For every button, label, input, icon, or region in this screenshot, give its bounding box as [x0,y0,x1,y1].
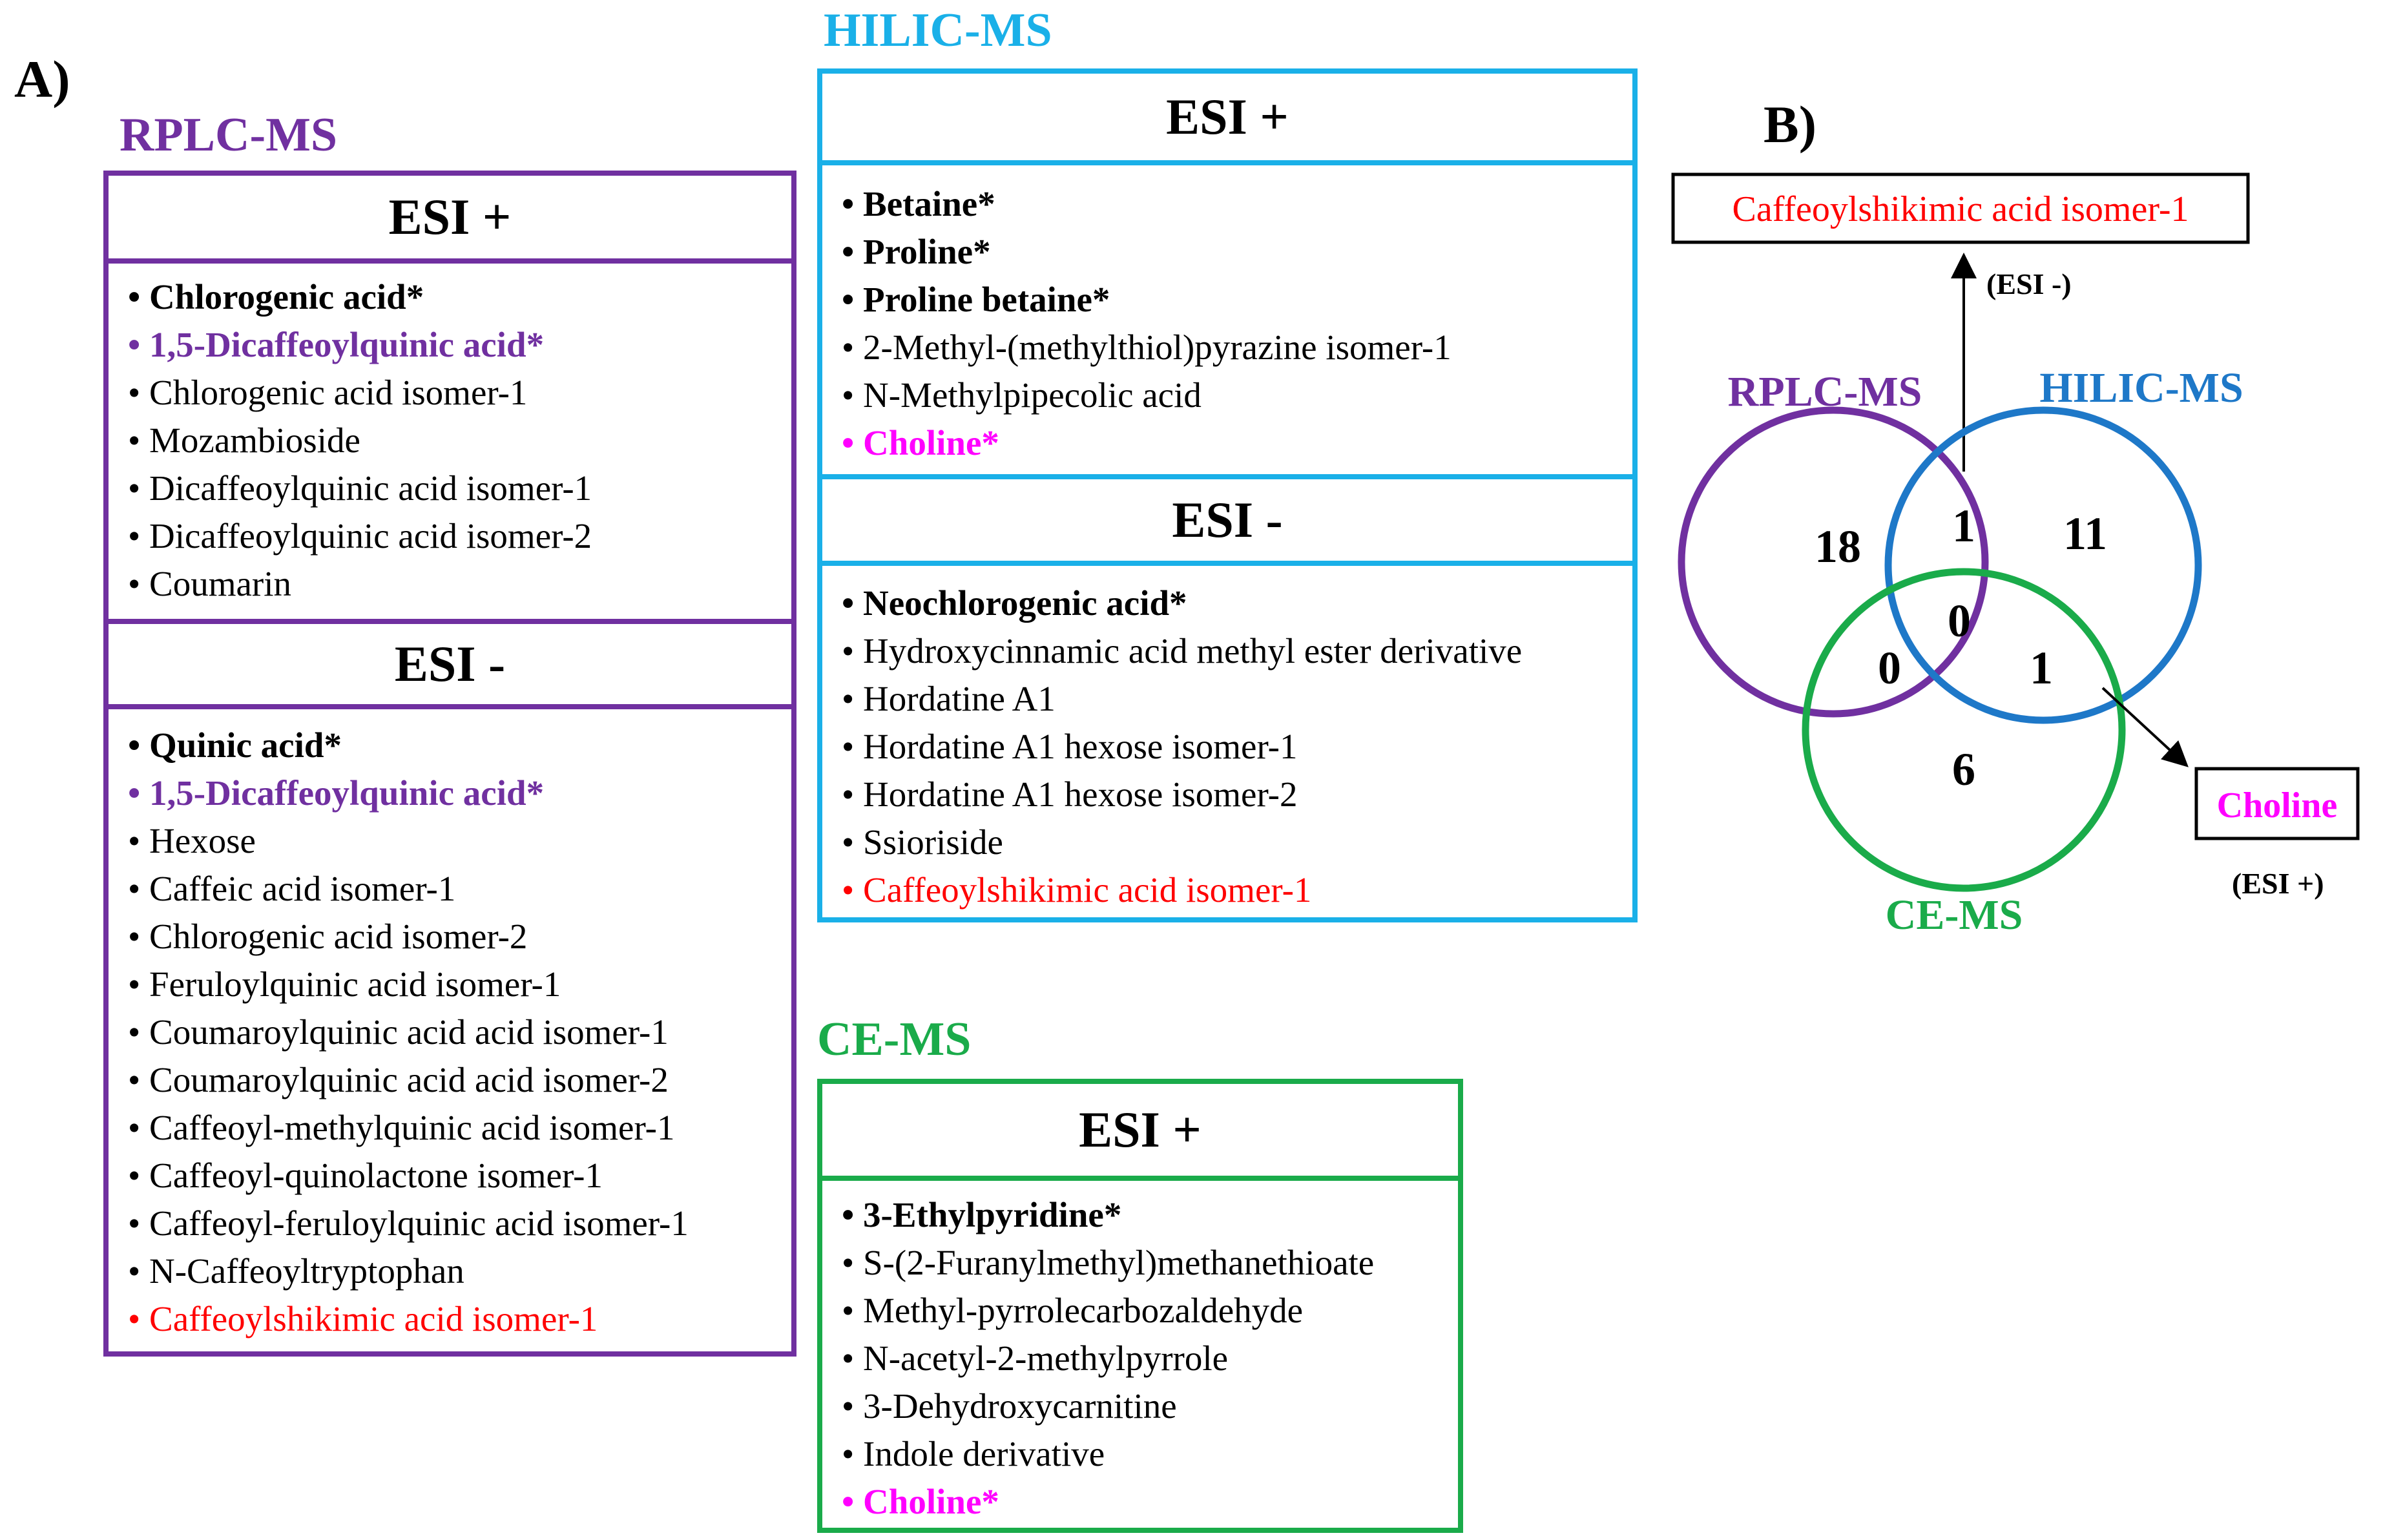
list-item: • Indole derivative [842,1434,1105,1473]
list-item: • Hordatine A1 hexose isomer-2 [842,775,1298,814]
count-hilic-ce: 1 [2030,642,2053,694]
list-item: • Proline betaine* [842,280,1110,319]
count-rplc-hilic: 1 [1952,500,1975,552]
list-item: • N-Methylpipecolic acid [842,375,1202,415]
rplc-title: RPLC-MS [120,109,338,161]
list-item: • 1,5-Dicaffeoylquinic acid* [128,773,545,813]
list-item: • Hordatine A1 hexose isomer-1 [842,727,1298,766]
list-item: • Caffeoyl-quinolactone isomer-1 [128,1156,603,1195]
ce-esi-pos-list: • 3-Ethylpyridine* • S-(2-Furanylmethyl)m… [842,1191,1452,1526]
callout-right-text: Choline [2217,786,2338,826]
list-item: • Caffeoyl-feruloylquinic acid isomer-1 [128,1203,689,1243]
list-item: • Quinic acid* [128,725,342,765]
list-item: • 1,5-Dicaffeoylquinic acid* [128,325,545,364]
hilic-circle [1884,406,2202,724]
list-item: • Caffeoylshikimic acid isomer-1 [128,1299,598,1338]
ce-circle [1802,568,2126,892]
list-item: • Chlorogenic acid* [128,277,424,317]
list-item: • Chlorogenic acid isomer-2 [128,917,528,956]
panel-a-label: A) [14,50,70,109]
rplc-box: ESI + • Chlorogenic acid* • 1,5-Dicaffeoy… [103,171,796,1357]
list-item: • Caffeoylshikimic acid isomer-1 [842,870,1312,910]
callout-top-text: Caffeoylshikimic acid isomer-1 [1733,189,2189,229]
list-item: • Methyl-pyrrolecarbozaldehyde [842,1291,1304,1330]
count-rplc-ce: 0 [1878,642,1901,694]
arrow-right [2101,687,2189,767]
count-rplc-only: 18 [1815,521,1861,572]
list-item: • Ssioriside [842,822,1003,862]
list-item: • 3-Dehydroxycarnitine [842,1386,1177,1426]
list-item: • 3-Ethylpyridine* [842,1195,1122,1234]
count-hilic-only: 11 [2063,508,2107,559]
callout-top-box [1671,172,2250,244]
hilic-title: HILIC-MS [824,4,1052,57]
venn-label-ce: CE-MS [1886,891,2023,939]
list-item: • Mozambioside [128,421,360,460]
list-item: • Chlorogenic acid isomer-1 [128,373,528,412]
list-item: • Feruloylquinic acid isomer-1 [128,964,561,1004]
list-item: • Dicaffeoylquinic acid isomer-2 [128,516,592,556]
list-item: • 2-Methyl-(methylthiol)pyrazine isomer-… [842,328,1452,367]
list-item: • N-Caffeoyltryptophan [128,1251,464,1291]
rplc-esi-pos-header: ESI + [109,176,791,264]
hilic-esi-neg-list: • Neochlorogenic acid* • Hydroxycinnamic … [842,579,1626,914]
list-item: • Coumaroylquinic acid acid isomer-1 [128,1012,669,1052]
callout-right-box [2194,767,2360,840]
hilic-esi-neg-header: ESI - [822,474,1632,566]
hilic-esi-pos-list: • Betaine* • Proline* • Proline betaine* • … [842,180,1626,467]
rplc-esi-neg-list: • Quinic acid* • 1,5-Dicaffeoylquinic aci… [128,722,785,1343]
list-item: • Hordatine A1 [842,679,1056,718]
rplc-circle [1678,406,1989,718]
list-item: • Coumarin [128,564,291,603]
callout-right-mode: (ESI +) [2232,867,2324,900]
list-item: • Hexose [128,821,256,860]
list-item: • Choline* [842,423,999,463]
list-item: • Choline* [842,1482,999,1521]
venn-diagram: B) Caffeoylshikimic acid isomer-1 (ESI -… [1671,95,2360,939]
list-item: • Caffeic acid isomer-1 [128,869,456,908]
rplc-esi-pos-list: • Chlorogenic acid* • 1,5-Dicaffeoylquini… [128,273,785,608]
venn-label-hilic: HILIC-MS [2039,364,2243,411]
list-item: • Proline* [842,232,991,271]
list-item: • N-acetyl-2-methylpyrrole [842,1338,1229,1378]
venn-label-rplc: RPLC-MS [1728,368,1922,415]
hilic-esi-pos-header: ESI + [822,74,1632,165]
count-ce-only: 6 [1952,744,1975,795]
count-all-three: 0 [1948,595,1971,647]
callout-top-mode: (ESI -) [1986,267,2072,300]
list-item: • Caffeoyl-methylquinic acid isomer-1 [128,1108,675,1147]
list-item: • Neochlorogenic acid* [842,583,1187,623]
list-item: • Betaine* [842,184,995,224]
list-item: • Hydroxycinnamic acid methyl ester deri… [842,631,1523,671]
ce-box: ESI + • 3-Ethylpyridine* • S-(2-Furanylme… [817,1079,1463,1533]
ce-title: CE-MS [817,1013,972,1066]
hilic-box: ESI + • Betaine* • Proline* • Proline beta… [817,68,1638,922]
list-item: • Dicaffeoylquinic acid isomer-1 [128,468,592,508]
list-item: • Coumaroylquinic acid acid isomer-2 [128,1060,669,1099]
ce-esi-pos-header: ESI + [822,1084,1458,1181]
panel-b-label: B) [1764,95,1816,154]
list-item: • S-(2-Furanylmethyl)methanethioate [842,1243,1375,1282]
rplc-esi-neg-header: ESI - [109,619,791,709]
